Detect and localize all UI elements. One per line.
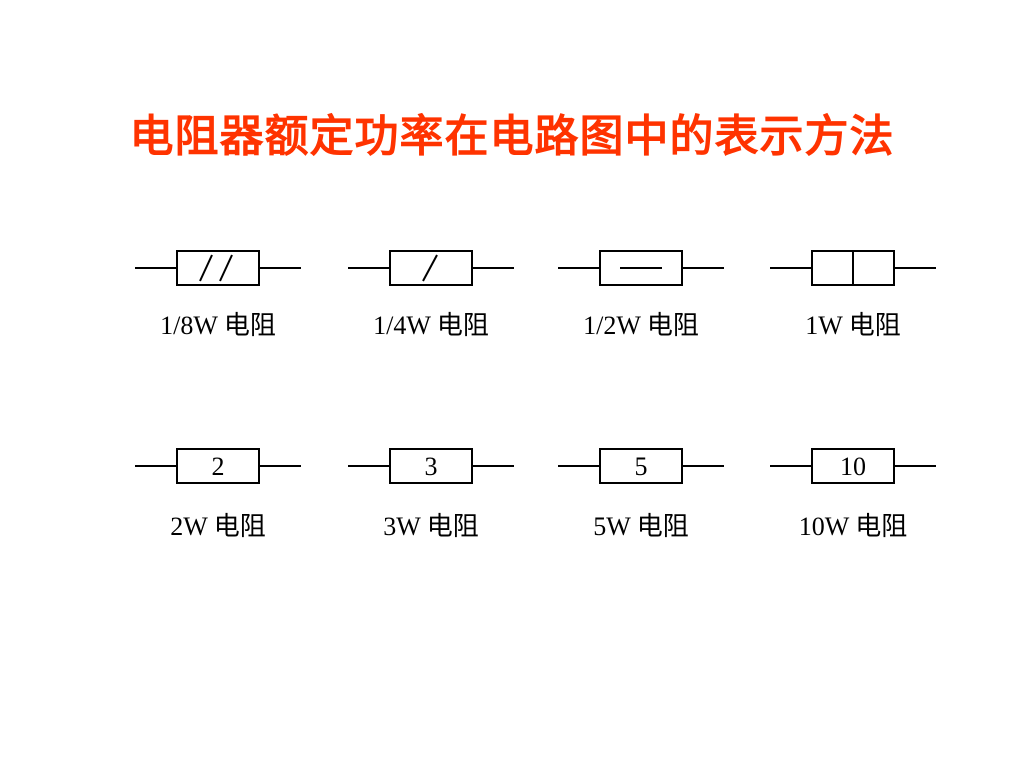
resistor-body	[176, 250, 260, 286]
resistor-symbol: 1/2W 电阻	[558, 250, 724, 340]
resistor-symbol: 1/4W 电阻	[348, 250, 514, 340]
resistor-caption: 3W 电阻	[383, 512, 479, 541]
resistor-symbol: 2 2W 电阻	[135, 448, 301, 541]
resistor-caption: 5W 电阻	[593, 512, 689, 541]
resistor-caption: 1/2W 电阻	[583, 311, 699, 340]
rating-slash	[219, 254, 233, 282]
resistor-symbol: 5 5W 电阻	[558, 448, 724, 541]
resistor-body	[389, 250, 473, 286]
rating-slash	[422, 254, 438, 282]
resistor-caption: 1/8W 电阻	[160, 311, 276, 340]
rating-number: 10	[840, 452, 866, 481]
rating-number: 2	[212, 452, 225, 481]
resistor-caption: 2W 电阻	[170, 512, 266, 541]
resistor-body	[176, 448, 260, 484]
resistor-symbol: 1/8W 电阻	[135, 250, 301, 340]
resistor-body	[811, 448, 895, 484]
page-title: 电阻器额定功率在电路图中的表示方法	[129, 112, 895, 161]
resistor-body	[599, 448, 683, 484]
rating-number: 3	[425, 452, 438, 481]
resistor-caption: 1/4W 电阻	[373, 311, 489, 340]
resistor-body	[389, 448, 473, 484]
resistor-symbol: 10 10W 电阻	[770, 448, 936, 541]
rating-number: 5	[635, 452, 648, 481]
resistor-caption: 10W 电阻	[799, 512, 908, 541]
resistor-caption: 1W 电阻	[805, 311, 901, 340]
rating-slash	[199, 254, 213, 282]
resistor-symbol: 1W 电阻	[770, 250, 936, 340]
resistor-symbol: 3 3W 电阻	[348, 448, 514, 541]
